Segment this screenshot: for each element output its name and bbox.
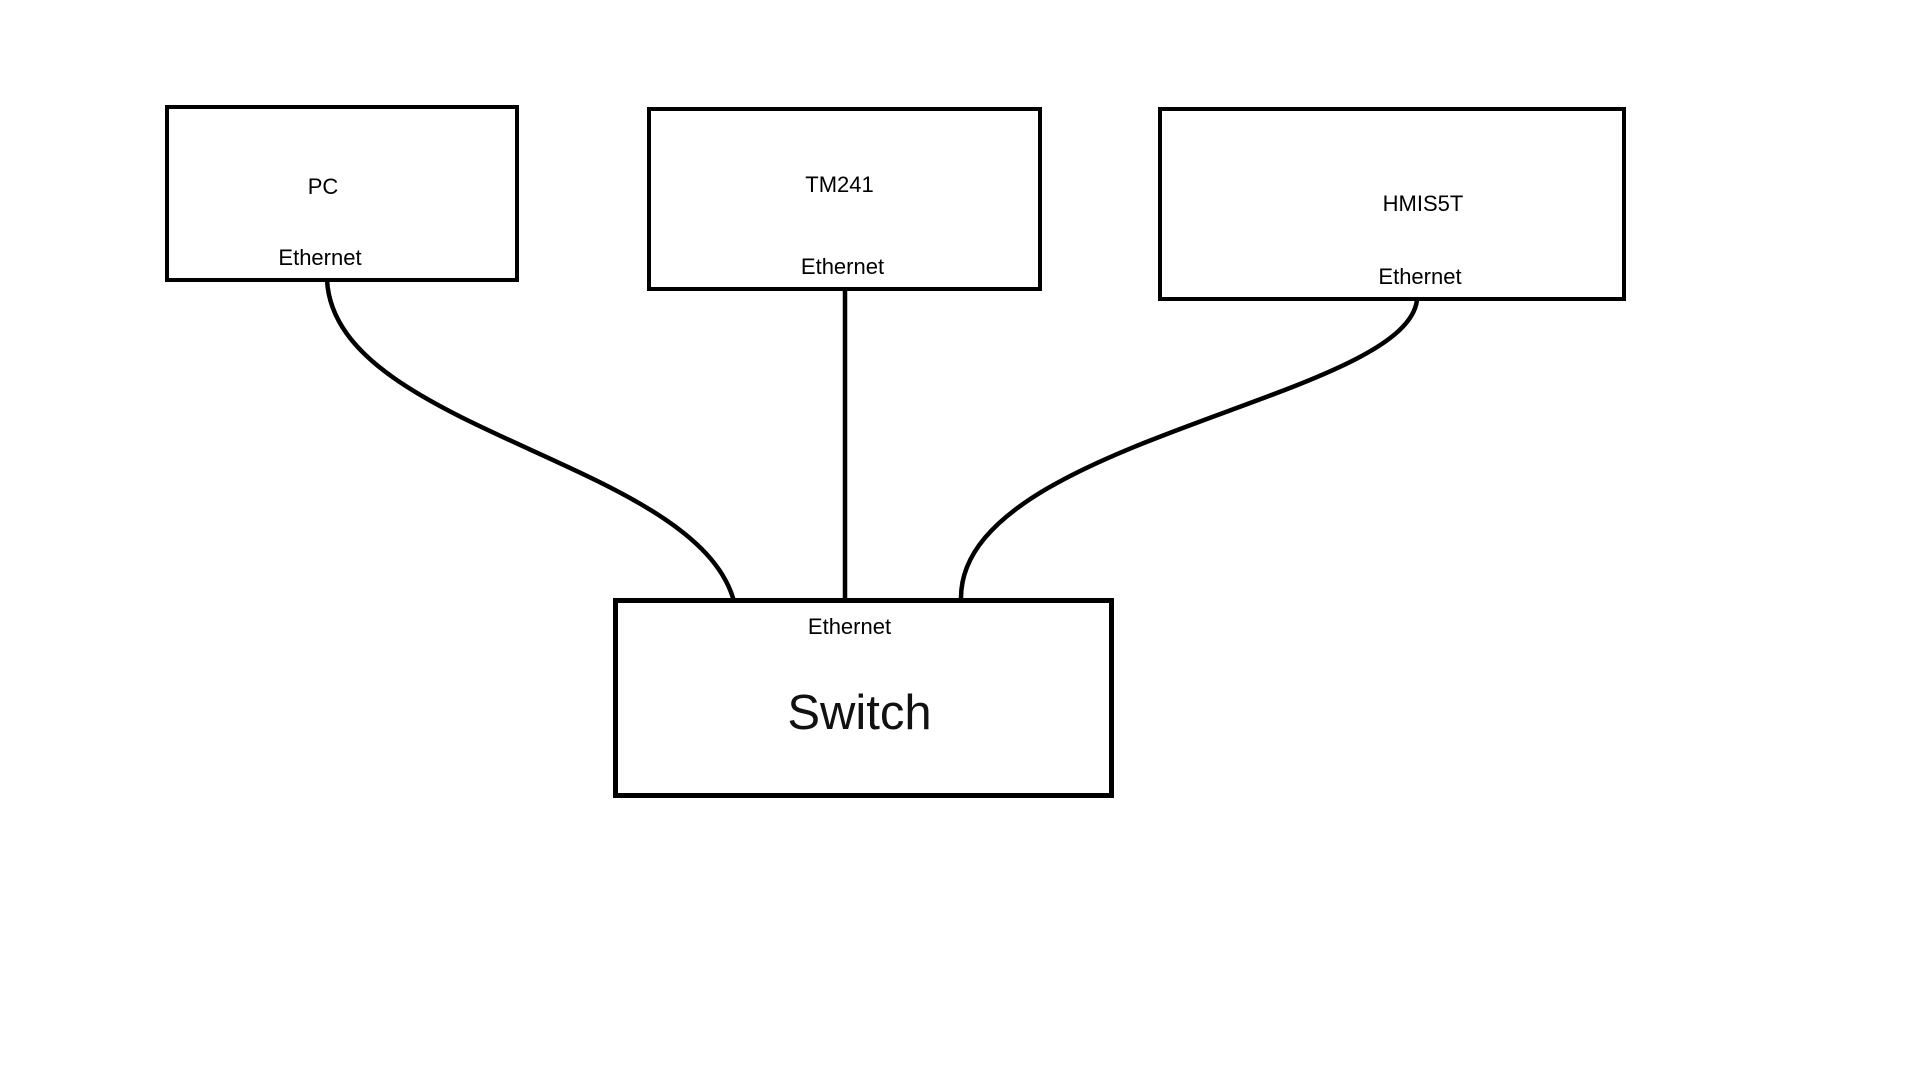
connector-pc-to-switch — [324, 277, 736, 601]
node-pc: PC Ethernet — [165, 105, 519, 282]
node-switch-title: Switch — [787, 686, 932, 740]
node-switch-ethernet-port-label: Ethernet — [807, 614, 892, 639]
node-pc-title: PC — [307, 174, 339, 199]
node-tm241-title: TM241 — [805, 172, 874, 197]
node-hmis5t: HMIS5T Ethernet — [1158, 107, 1626, 301]
node-hmis5t-ethernet-port-label: Ethernet — [1378, 264, 1462, 289]
node-pc-ethernet-port-label: Ethernet — [278, 245, 362, 270]
node-switch: Ethernet Switch — [613, 598, 1114, 798]
node-tm241: TM241 Ethernet — [647, 107, 1042, 291]
node-hmis5t-title: HMIS5T — [1382, 191, 1464, 216]
node-tm241-ethernet-port-label: Ethernet — [800, 254, 885, 279]
connector-hmis5t-to-switch — [958, 297, 1420, 601]
